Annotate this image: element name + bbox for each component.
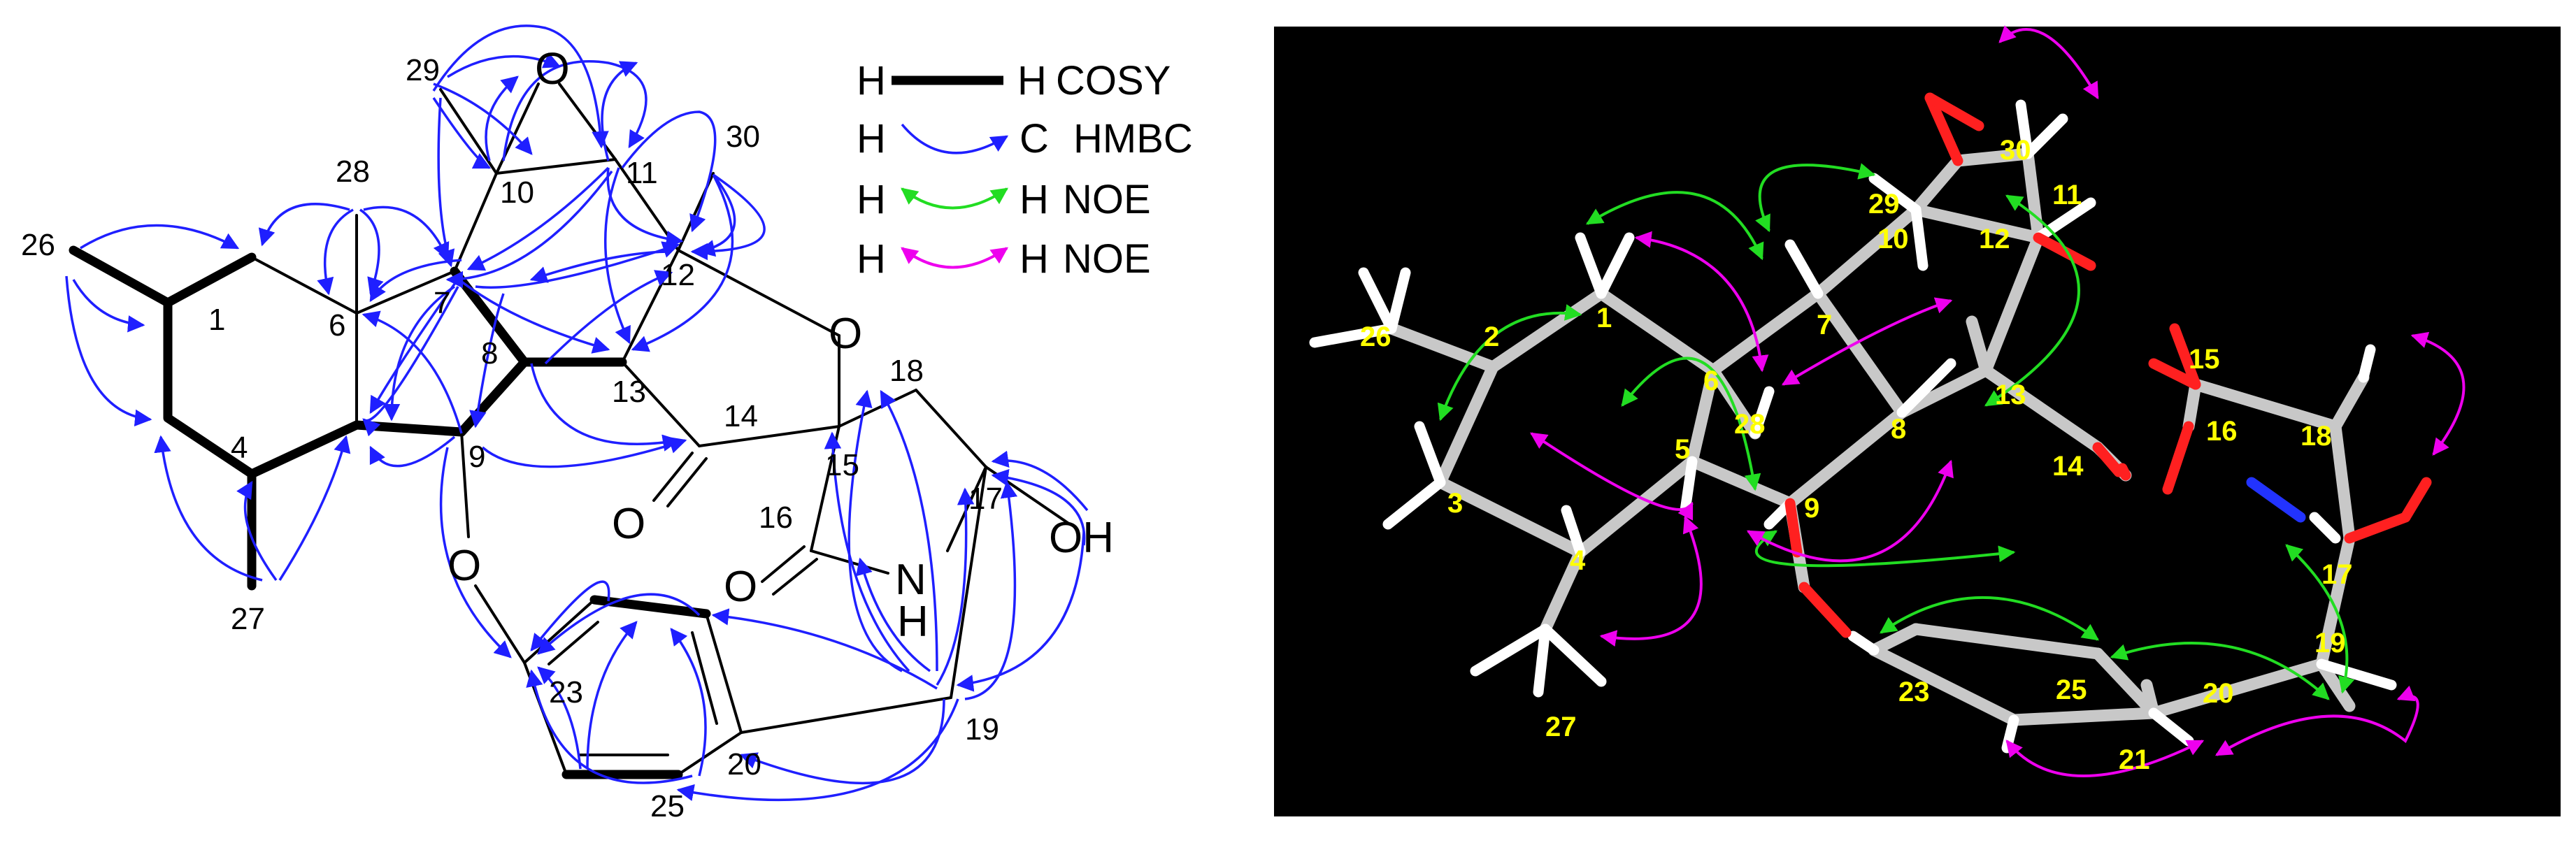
locant-1: 1 <box>208 303 225 337</box>
legend-noe-magenta-h1: H <box>857 236 886 282</box>
model-labels: 26 2 1 3 4 5 6 7 8 9 10 11 12 13 14 15 1… <box>1360 135 2353 775</box>
locant-10: 10 <box>500 175 534 210</box>
legend-cosy-label: COSY <box>1056 58 1171 103</box>
locant-numbers: 26 1 4 6 7 8 9 10 11 12 13 14 15 16 17 1… <box>21 53 1003 823</box>
ether-oxygen: O <box>448 542 481 590</box>
locant-23: 23 <box>549 675 583 709</box>
legend-noe-magenta-h2: H <box>1019 236 1049 282</box>
model-label-6: 6 <box>1703 366 1719 396</box>
amide-nitrogen: N <box>895 556 926 604</box>
model-label-26: 26 <box>1360 322 1391 352</box>
locant-29: 29 <box>406 53 440 87</box>
model-noe-magenta <box>1530 25 2466 777</box>
locant-7: 7 <box>434 286 450 320</box>
model-label-29: 29 <box>1868 189 1900 219</box>
legend-hmbc-c: C <box>1019 116 1049 161</box>
locant-17: 17 <box>968 482 1003 516</box>
legend-hmbc-h: H <box>857 116 886 161</box>
legend-noe-green: H H NOE <box>857 177 1151 222</box>
legend-noe-green-h1: H <box>857 177 886 222</box>
ring-oxygen: O <box>829 310 862 358</box>
locant-18: 18 <box>889 354 924 388</box>
model-label-27: 27 <box>1545 712 1577 742</box>
locant-12: 12 <box>661 258 695 292</box>
legend-cosy-h1: H <box>857 58 886 103</box>
model-heteroatoms <box>1784 92 2432 638</box>
ketone-oxygen: O <box>612 500 645 548</box>
legend-noe-magenta-arrow <box>901 247 1008 269</box>
model-label-10: 10 <box>1877 224 1909 254</box>
legend-hmbc-arrow <box>901 123 1009 154</box>
model-label-5: 5 <box>1675 434 1690 465</box>
hydroxyl-group: OH <box>1049 514 1114 562</box>
model-hydrogens <box>1309 99 2397 754</box>
model-label-4: 4 <box>1570 545 1586 576</box>
locant-20: 20 <box>727 747 761 781</box>
model-label-15: 15 <box>2189 344 2220 375</box>
locant-4: 4 <box>231 431 248 465</box>
hmbc-arrows <box>65 24 1089 802</box>
locant-9: 9 <box>468 440 485 474</box>
model-label-18: 18 <box>2300 421 2332 452</box>
locant-28: 28 <box>336 154 370 189</box>
locant-13: 13 <box>612 375 646 409</box>
legend-noe-green-label: NOE <box>1063 177 1151 222</box>
model-label-3: 3 <box>1447 488 1463 519</box>
model-label-16: 16 <box>2206 416 2238 447</box>
model-label-23: 23 <box>1898 677 1930 707</box>
legend: H H COSY H C HMBC H H NOE H H NOE <box>857 58 1193 282</box>
legend-cosy-h2: H <box>1017 58 1047 103</box>
model-label-20: 20 <box>2203 678 2234 709</box>
model-label-21: 21 <box>2119 744 2150 775</box>
locant-14: 14 <box>724 399 758 433</box>
legend-hmbc-label: HMBC <box>1073 116 1193 161</box>
locant-6: 6 <box>329 308 345 343</box>
locant-11: 11 <box>626 156 658 190</box>
model-label-8: 8 <box>1891 414 1906 445</box>
locant-8: 8 <box>481 336 498 370</box>
legend-noe-magenta-label: NOE <box>1063 236 1151 282</box>
model-label-1: 1 <box>1596 303 1612 333</box>
model-label-28: 28 <box>1734 409 1766 440</box>
nh-hydrogen: H <box>897 598 929 646</box>
model-label-17: 17 <box>2321 559 2353 590</box>
model-label-11: 11 <box>2052 180 2082 210</box>
amide-oxygen: O <box>724 563 757 611</box>
model-label-30: 30 <box>2000 135 2031 166</box>
locant-27: 27 <box>231 602 265 636</box>
locant-19: 19 <box>965 712 999 747</box>
atom-labels: O O O O O OH N H <box>448 43 1114 646</box>
locant-26: 26 <box>21 228 55 262</box>
model-label-2: 2 <box>1484 322 1499 352</box>
legend-cosy: H H COSY <box>857 58 1171 103</box>
model-label-19: 19 <box>2314 628 2346 658</box>
epoxide-oxygen: O <box>535 43 570 94</box>
model-label-9: 9 <box>1804 493 1819 524</box>
model-label-13: 13 <box>1995 380 2026 410</box>
model-3d-panel: 26 2 1 3 4 5 6 7 8 9 10 11 12 13 14 15 1… <box>1274 25 2561 816</box>
legend-hmbc: H C HMBC <box>857 116 1193 161</box>
legend-noe-green-h2: H <box>1019 177 1049 222</box>
locant-16: 16 <box>759 500 793 535</box>
legend-noe-green-arrow <box>901 187 1008 210</box>
locant-15: 15 <box>825 448 859 482</box>
model-label-12: 12 <box>1979 224 2010 254</box>
legend-noe-magenta: H H NOE <box>857 236 1151 282</box>
model-label-25: 25 <box>2056 675 2087 705</box>
model-label-14: 14 <box>2052 451 2084 482</box>
model-label-7: 7 <box>1817 310 1832 340</box>
locant-25: 25 <box>650 789 685 823</box>
locant-30: 30 <box>726 120 760 154</box>
structure-2d: O O O O O OH N H 26 1 4 6 7 8 9 10 11 12… <box>21 24 1114 823</box>
